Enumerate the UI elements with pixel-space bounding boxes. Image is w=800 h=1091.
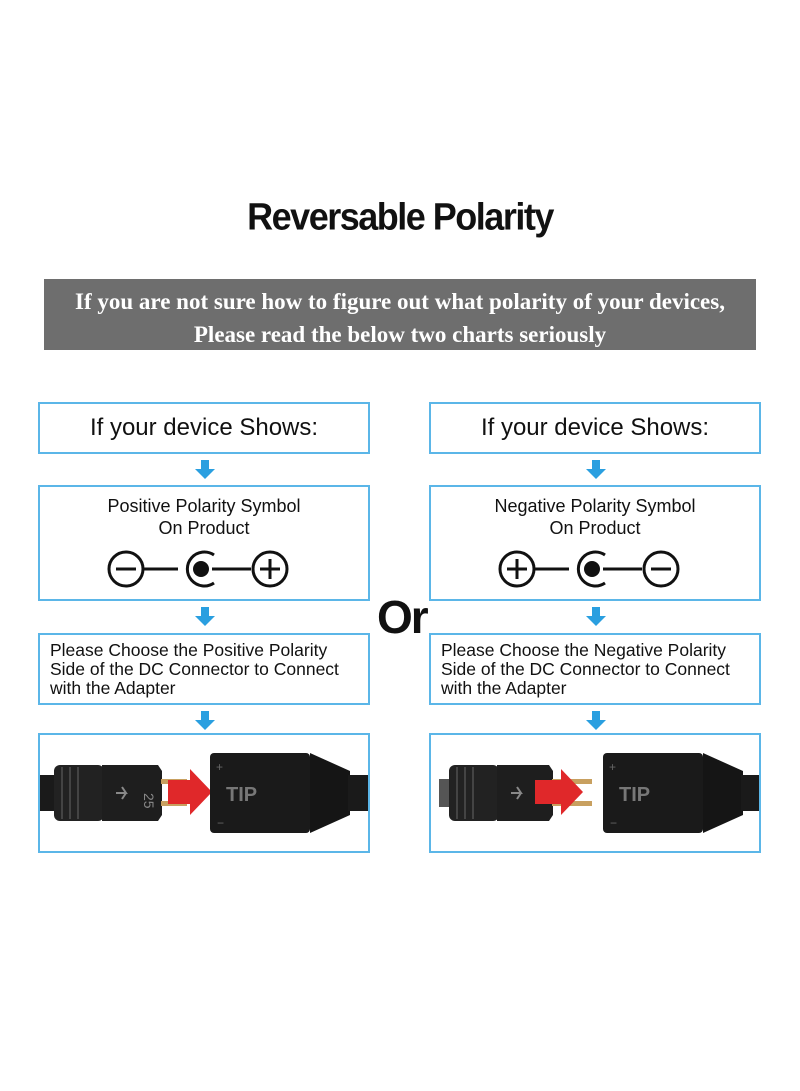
right-step-arrow-2 (586, 607, 606, 626)
positive-polarity-icon (107, 550, 289, 588)
left-symbol-line-1: Positive Polarity Symbol (107, 496, 301, 516)
right-step-arrow-3 (586, 711, 606, 730)
left-symbol-line-2: On Product (158, 518, 250, 538)
negative-polarity-icon (498, 550, 680, 588)
svg-text:−: − (217, 816, 224, 830)
page-title: Reversable Polarity (247, 194, 554, 238)
right-header-text: If your device Shows: (480, 414, 710, 441)
left-instruction-line-1: Please Choose the Positive Polarity (50, 640, 328, 660)
right-step-arrow-1 (586, 460, 606, 479)
right-instruction-line-1: Please Choose the Negative Polarity (441, 640, 727, 660)
svg-text:+: + (609, 760, 616, 774)
svg-text:−: − (610, 816, 617, 830)
left-header-text: If your device Shows: (89, 414, 319, 441)
left-instruction-line-3: with the Adapter (50, 678, 176, 698)
left-step-arrow-2 (195, 607, 215, 626)
left-connector-photo: 25 TIP + − (38, 733, 370, 853)
left-header-box: If your device Shows: (38, 402, 370, 454)
left-connector-illustration: 25 TIP + − (40, 753, 368, 833)
or-separator: Or (377, 591, 429, 643)
right-symbol-line-1: Negative Polarity Symbol (494, 496, 696, 516)
banner-line-1: If you are not sure how to figure out wh… (75, 289, 725, 314)
right-instruction-line-3: with the Adapter (441, 678, 567, 698)
right-symbol-line-2: On Product (549, 518, 641, 538)
instruction-banner: If you are not sure how to figure out wh… (44, 279, 756, 350)
left-step-arrow-1 (195, 460, 215, 479)
right-instruction-box: Please Choose the Negative Polarity Side… (429, 633, 761, 705)
left-instruction-line-2: Side of the DC Connector to Connect (50, 659, 339, 679)
adapter-label: TIP (619, 784, 650, 806)
connector-label: 25 (141, 793, 157, 809)
svg-text:+: + (216, 760, 223, 774)
left-step-arrow-3 (195, 711, 215, 730)
left-symbol-box: Positive Polarity Symbol On Product (38, 485, 370, 601)
left-instruction-box: Please Choose the Positive Polarity Side… (38, 633, 370, 705)
right-header-box: If your device Shows: (429, 402, 761, 454)
banner-line-2: Please read the below two charts serious… (193, 322, 607, 347)
right-connector-photo: TIP + − (429, 733, 761, 853)
right-instruction-line-2: Side of the DC Connector to Connect (441, 659, 730, 679)
right-connector-illustration: TIP + − (439, 753, 759, 833)
right-symbol-box: Negative Polarity Symbol On Product (429, 485, 761, 601)
adapter-label: TIP (226, 784, 257, 806)
